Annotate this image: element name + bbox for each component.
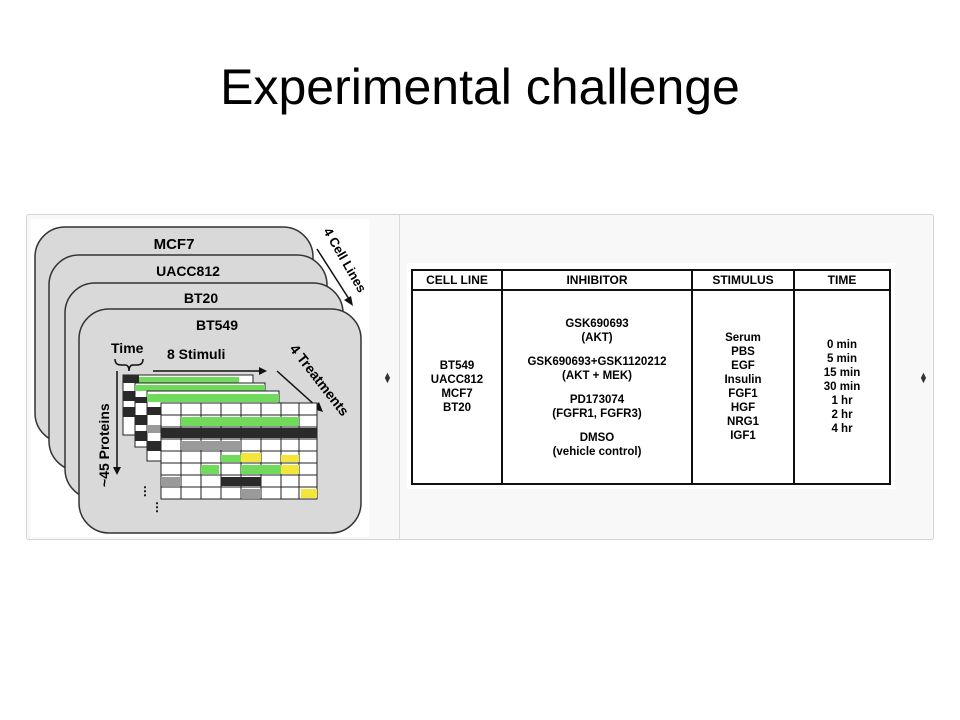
header-time: TIME [793, 269, 891, 291]
experiment-diagram: MCF7 UACC812 BT20 BT549 Time 8 Stimuli 4… [31, 219, 370, 537]
time-item: 5 min [826, 353, 858, 365]
time-item: 4 hr [831, 423, 853, 435]
stimulus-item: FGF1 [728, 388, 758, 400]
cell-line-item: UACC812 [430, 374, 484, 386]
inhibitor-name: DMSO [579, 431, 615, 444]
treatments-arrow [276, 370, 318, 408]
header-cell-line: CELL LINE [411, 269, 503, 291]
cell-lines-column: BT549 UACC812 MCF7 BT20 [411, 289, 503, 485]
stimuli-label: 8 Stimuli [167, 346, 225, 362]
time-item: 15 min [823, 367, 861, 379]
card-uacc812-label: UACC812 [156, 263, 220, 279]
times-column: 0 min 5 min 15 min 30 min 1 hr 2 hr 4 hr [793, 289, 891, 485]
proteins-ellipsis-2: ⋮ [151, 500, 163, 514]
stimulus-item: PBS [731, 346, 755, 358]
time-label: Time [111, 340, 144, 356]
proteins-arrowhead [113, 467, 121, 475]
cell-line-item: MCF7 [441, 388, 473, 400]
inhibitor-target: (AKT) [581, 331, 613, 344]
stimulus-item: HGF [730, 402, 756, 414]
time-bracket [114, 358, 144, 372]
header-stimulus: STIMULUS [691, 269, 795, 291]
inhibitor-name: PD173074 [569, 393, 625, 406]
card-mcf7-label: MCF7 [154, 236, 195, 253]
panel-divider [399, 215, 400, 539]
inhibitor-item: GSK690693 (AKT) [504, 317, 690, 345]
inhibitor-item: PD173074 (FGFR1, FGFR3) [504, 393, 690, 421]
inhibitor-item: GSK690693+GSK1120212 (AKT + MEK) [504, 355, 690, 383]
heat-grid-4 [160, 402, 318, 500]
card-bt20-label: BT20 [184, 290, 218, 306]
cell-line-item: BT20 [442, 402, 472, 414]
slide-title: Experimental challenge [220, 59, 740, 115]
inhibitor-target: (FGFR1, FGFR3) [552, 407, 642, 420]
time-item: 0 min [826, 339, 858, 351]
inhibitor-target: (AKT + MEK) [562, 369, 632, 382]
stimulus-item: IGF1 [730, 430, 756, 442]
right-sort-icon[interactable]: ▲▼ [919, 370, 928, 385]
proteins-ellipsis: ⋮ [139, 484, 151, 498]
card-bt549-label: BT549 [196, 317, 238, 333]
inhibitor-name: GSK690693 [565, 317, 629, 330]
experiment-table: CELL LINE INHIBITOR STIMULUS TIME BT549 … [411, 269, 891, 485]
stimulus-item: EGF [731, 360, 755, 372]
header-inhibitor: INHIBITOR [501, 269, 693, 291]
time-item: 2 hr [831, 409, 853, 421]
cell-lines-arrowhead [344, 296, 353, 306]
proteins-label: ~45 Proteins [96, 403, 112, 487]
stimulus-item: Serum [725, 332, 761, 344]
stimulus-item: Insulin [724, 374, 762, 386]
time-item: 30 min [823, 381, 861, 393]
inhibitors-column: GSK690693 (AKT) GSK690693+GSK1120212 (AK… [501, 289, 693, 485]
inhibitor-target: (vehicle control) [552, 445, 642, 458]
cell-line-item: BT549 [439, 360, 475, 372]
stimuli-arrowhead [259, 367, 267, 375]
content-panel: MCF7 UACC812 BT20 BT549 Time 8 Stimuli 4… [26, 214, 934, 540]
inhibitor-item: DMSO (vehicle control) [504, 431, 690, 459]
left-sort-icon[interactable]: ▲▼ [383, 370, 392, 385]
stimuli-column: Serum PBS EGF Insulin FGF1 HGF NRG1 IGF1 [691, 289, 795, 485]
cell-lines-arrow [316, 248, 350, 300]
stimulus-item: NRG1 [727, 416, 759, 428]
diagram-svg: MCF7 UACC812 BT20 BT549 Time 8 Stimuli 4… [34, 225, 370, 534]
time-item: 1 hr [831, 395, 853, 407]
experiment-table-area: CELL LINE INHIBITOR STIMULUS TIME BT549 … [407, 263, 895, 489]
inhibitor-name: GSK690693+GSK1120212 [527, 355, 667, 368]
